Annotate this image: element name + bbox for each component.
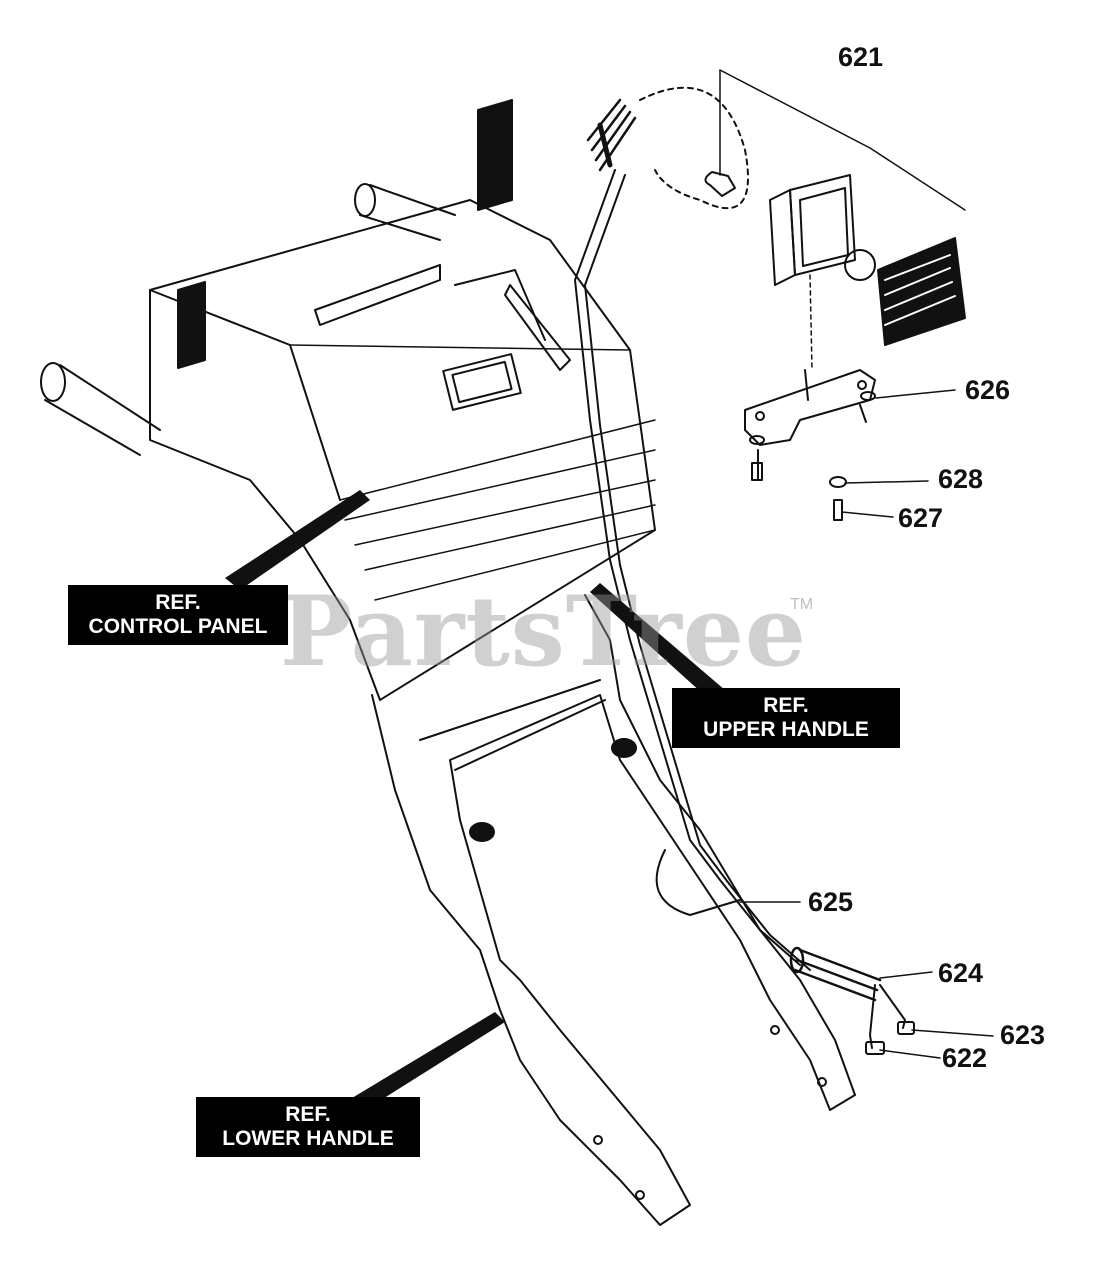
handle-knobs [469, 738, 637, 842]
ref-lower-handle-line2: LOWER HANDLE [222, 1127, 394, 1150]
ref-control-panel-label: REF. CONTROL PANEL [68, 585, 288, 645]
part-number-622[interactable]: 622 [942, 1043, 988, 1073]
part-number-626[interactable]: 626 [965, 375, 1011, 405]
terminals [865, 984, 915, 1055]
ref-upper-handle-line1: REF. [763, 694, 809, 717]
part-number-624[interactable]: 624 [938, 958, 984, 988]
upper-handle-tubes [40, 183, 456, 456]
part-number-628[interactable]: 628 [938, 464, 984, 494]
part-number-623[interactable]: 623 [1000, 1020, 1046, 1050]
ref-arrows [225, 490, 725, 1110]
watermark-trademark: TM [790, 596, 814, 613]
handle-brackets [177, 99, 513, 369]
leader-621 [719, 69, 966, 211]
ref-control-panel-line1: REF. [155, 591, 201, 614]
lower-handle-frame [371, 594, 856, 1226]
ref-control-panel-line2: CONTROL PANEL [88, 615, 268, 638]
part-number-627[interactable]: 627 [898, 503, 944, 533]
partstree-watermark: PartsTree [280, 575, 807, 688]
part-number-621[interactable]: 621 [838, 42, 884, 72]
lamp-bracket [744, 274, 876, 481]
ref-upper-handle-label: REF. UPPER HANDLE [672, 688, 900, 748]
ref-lower-handle-line1: REF. [285, 1103, 331, 1126]
leader-lines [739, 389, 994, 1059]
wire-harness [574, 122, 811, 971]
ref-lower-handle-label: REF. LOWER HANDLE [196, 1097, 420, 1157]
lamp-assembly [639, 86, 966, 346]
ref-upper-handle-line2: UPPER HANDLE [703, 718, 869, 741]
coil-top [586, 98, 637, 172]
hardware-screws [751, 462, 847, 521]
part-number-625[interactable]: 625 [808, 887, 854, 917]
coil-bottom [789, 946, 882, 1002]
